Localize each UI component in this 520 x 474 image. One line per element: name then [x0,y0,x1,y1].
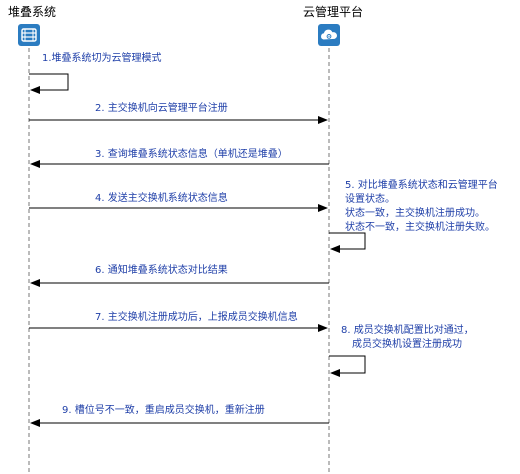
message-step-1: 1.堆叠系统切为云管理模式 [29,51,162,94]
stack-switch-icon [18,24,40,46]
message-label-9: 9. 槽位号不一致，重启成员交换机，重新注册 [62,403,265,416]
message-step-2: 2. 主交换机向云管理平台注册 [29,101,328,124]
cloud-platform-icon [318,24,340,46]
message-label-7: 7. 主交换机注册成功后，上报成员交换机信息 [95,310,298,323]
note-line-5-4: 状态不一致，主交换机注册失败。 [345,220,495,233]
note-line-5-3: 状态一致，主交换机注册成功。 [345,206,485,219]
message-label-4: 4. 发送主交换机系统状态信息 [95,191,228,204]
actor-stack-label: 堆叠系统 [8,5,56,19]
message-step-8: 8. 成员交换机配置比对通过， 成员交换机设置注册成功 [329,323,474,377]
message-label-3: 3. 查询堆叠系统状态信息（单机还是堆叠） [95,147,288,160]
note-line-8-1: 8. 成员交换机配置比对通过， [341,323,474,336]
message-step-3: 3. 查询堆叠系统状态信息（单机还是堆叠） [30,147,329,168]
note-line-5-1: 5. 对比堆叠系统状态和云管理平台 [345,178,498,191]
note-line-5-2: 设置状态。 [345,192,395,205]
note-line-8-2: 成员交换机设置注册成功 [352,337,462,350]
actor-cloud-label: 云管理平台 [303,4,363,19]
message-label-1: 1.堆叠系统切为云管理模式 [42,51,162,64]
message-step-7: 7. 主交换机注册成功后，上报成员交换机信息 [29,310,328,332]
message-step-9: 9. 槽位号不一致，重启成员交换机，重新注册 [30,403,329,427]
message-step-4: 4. 发送主交换机系统状态信息 [29,191,328,212]
message-label-6: 6. 通知堆叠系统状态对比结果 [95,263,228,276]
message-step-5: 5. 对比堆叠系统状态和云管理平台 设置状态。 状态一致，主交换机注册成功。 状… [329,178,498,253]
message-label-2: 2. 主交换机向云管理平台注册 [95,101,228,114]
message-step-6: 6. 通知堆叠系统状态对比结果 [30,263,329,287]
